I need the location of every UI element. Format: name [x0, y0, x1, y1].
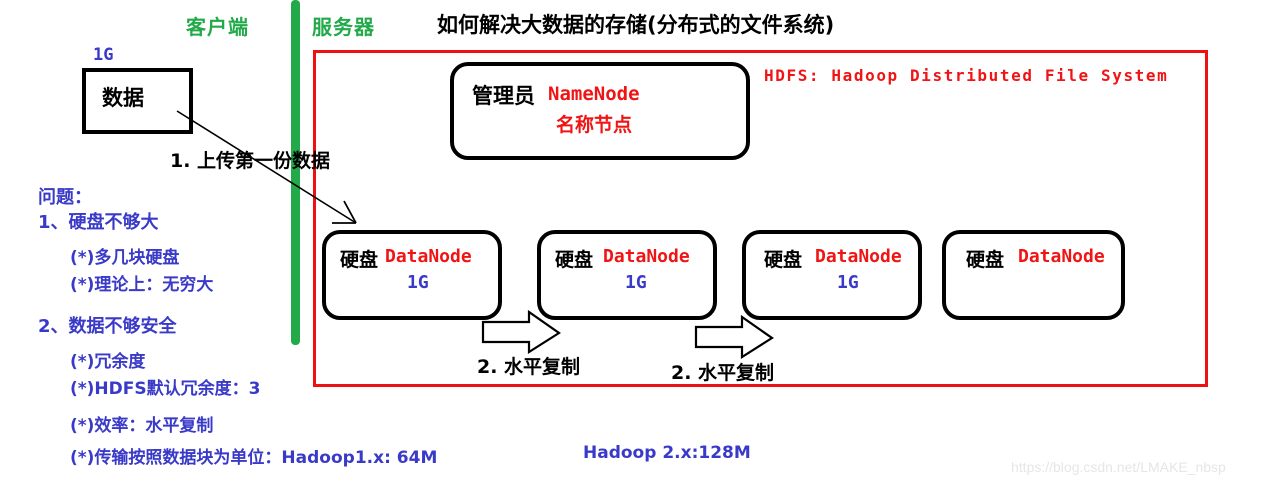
datanode-2-name-label: DataNode [603, 246, 690, 267]
server-region-boundary [313, 50, 1208, 387]
datanode-1-name-label: DataNode [385, 246, 472, 267]
client-data-box: 数据 [82, 68, 193, 134]
problem-1-sub-1: (*)多几块硬盘 [70, 248, 180, 268]
namenode-cn-name-label: 名称节点 [556, 114, 633, 136]
datanode-1-role-label: 硬盘 [340, 249, 379, 271]
datanode-box-3: 硬盘 DataNode 1G [742, 230, 922, 320]
problem-1-sub-2: (*)理论上：无穷大 [70, 275, 214, 295]
namenode-box: 管理员 NameNode 名称节点 [450, 62, 750, 160]
replication-caption-1: 2. 水平复制 [477, 356, 581, 378]
problem-2-sub-1: (*)冗余度 [70, 352, 146, 372]
namenode-role-label: 管理员 [472, 84, 535, 108]
step1-upload-caption: 1. 上传第一份数据 [170, 150, 331, 172]
server-zone-label: 服务器 [312, 15, 375, 39]
hdfs-acronym-label: HDFS: Hadoop Distributed File System [764, 66, 1169, 85]
client-zone-label: 客户端 [186, 15, 249, 39]
datanode-1-capacity-label: 1G [407, 272, 429, 293]
datanode-box-4: 硬盘 DataNode [942, 230, 1125, 320]
problems-heading: 问题： [38, 187, 92, 208]
namenode-name-label: NameNode [548, 83, 640, 105]
datanode-3-role-label: 硬盘 [764, 249, 803, 271]
datanode-3-capacity-label: 1G [837, 272, 859, 293]
datanode-4-name-label: DataNode [1018, 246, 1105, 267]
watermark-text: https://blog.csdn.net/LMAKE_nbsp [1011, 459, 1226, 475]
problem-2-sub-3: (*)效率：水平复制 [70, 416, 214, 436]
datanode-2-role-label: 硬盘 [555, 249, 594, 271]
client-data-box-label: 数据 [102, 86, 144, 110]
client-capacity-label: 1G [93, 45, 114, 65]
problem-2-sub-4-prefix: (*)传输按照数据块为单位：Hadoop1.x: 64M [70, 448, 438, 468]
datanode-box-2: 硬盘 DataNode 1G [537, 230, 717, 320]
datanode-box-1: 硬盘 DataNode 1G [322, 230, 502, 320]
problem-1-label: 1、硬盘不够大 [38, 212, 159, 233]
problem-2-sub-2: (*)HDFS默认冗余度：3 [70, 379, 261, 399]
problem-2-label: 2、数据不够安全 [38, 316, 177, 337]
datanode-4-role-label: 硬盘 [966, 249, 1005, 271]
datanode-2-capacity-label: 1G [625, 272, 647, 293]
page-title: 如何解决大数据的存储(分布式的文件系统) [437, 13, 835, 37]
problem-2-sub-4-suffix: Hadoop 2.x:128M [583, 443, 751, 463]
datanode-3-name-label: DataNode [815, 246, 902, 267]
replication-caption-2: 2. 水平复制 [671, 362, 775, 384]
